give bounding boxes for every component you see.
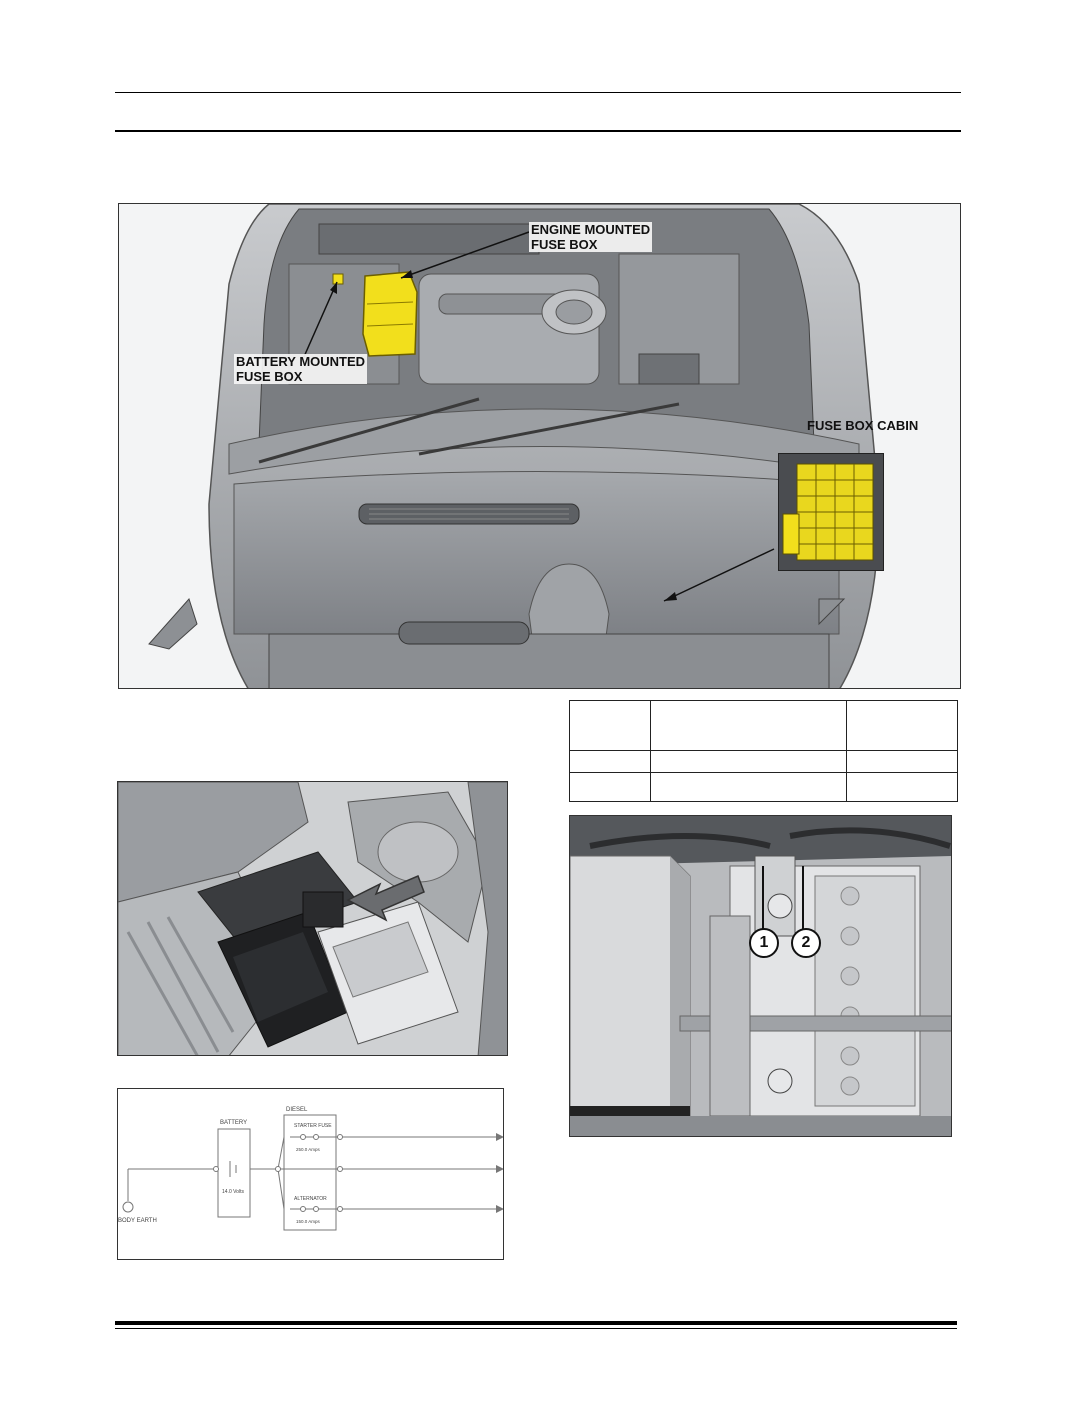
callout-1: 1 [749, 928, 779, 958]
table-cell [569, 772, 651, 802]
table-cell [846, 772, 958, 802]
table-cell [650, 750, 847, 773]
spec-table [569, 700, 958, 802]
battery-fuse-box-label: BATTERY MOUNTED FUSE BOX [234, 354, 368, 384]
table-cell [650, 772, 847, 802]
footer-rule-thin [115, 1328, 957, 1329]
table-cell [650, 700, 847, 751]
battery-terminals-figure: 1 2 [569, 815, 952, 1137]
vehicle-top-view-figure: ENGINE MOUNTED FUSE BOX BATTERY MOUNTED … [118, 203, 961, 689]
battery-label: BATTERY [220, 1120, 247, 1126]
engine-fuse-box-label: ENGINE MOUNTED FUSE BOX [529, 222, 653, 252]
table-row [569, 772, 958, 802]
callout-2: 2 [791, 928, 821, 958]
table-cell [846, 750, 958, 773]
fuse-box-cabin-label: FUSE BOX CABIN [807, 418, 919, 433]
header-rule-top [115, 92, 961, 93]
battery-voltage-value: 14.0 Volts [222, 1189, 244, 1195]
battery-location-illustration [118, 782, 507, 1055]
table-row [569, 750, 958, 773]
table-cell [846, 700, 958, 751]
battery-terminals-illustration [570, 816, 951, 1136]
alternator-label: ALTERNATOR [294, 1196, 327, 1202]
diesel-label: DIESEL [286, 1107, 308, 1113]
battery-circuit-schematic: BATTERY 14.0 Volts DIESEL STARTER FUSE 2… [117, 1088, 504, 1260]
battery-location-figure [117, 781, 508, 1056]
starter-fuse-label: STARTER FUSE [294, 1123, 332, 1129]
starter-fuse-rating: 250.0 Amps [296, 1147, 321, 1152]
fuse-box-cabin-inset [778, 453, 884, 571]
cabin-fuse-block-illustration [782, 463, 874, 561]
alternator-rating: 150.0 Amps [296, 1219, 321, 1224]
body-earth-label: BODY EARTH [118, 1218, 157, 1224]
header-rule-bottom [115, 130, 961, 132]
schematic-diagram: BATTERY 14.0 Volts DIESEL STARTER FUSE 2… [118, 1107, 503, 1231]
table-cell [569, 750, 651, 773]
table-cell [569, 700, 651, 751]
footer-rule-thick [115, 1321, 957, 1325]
table-row [569, 700, 958, 751]
vehicle-top-view-illustration [148, 204, 880, 688]
